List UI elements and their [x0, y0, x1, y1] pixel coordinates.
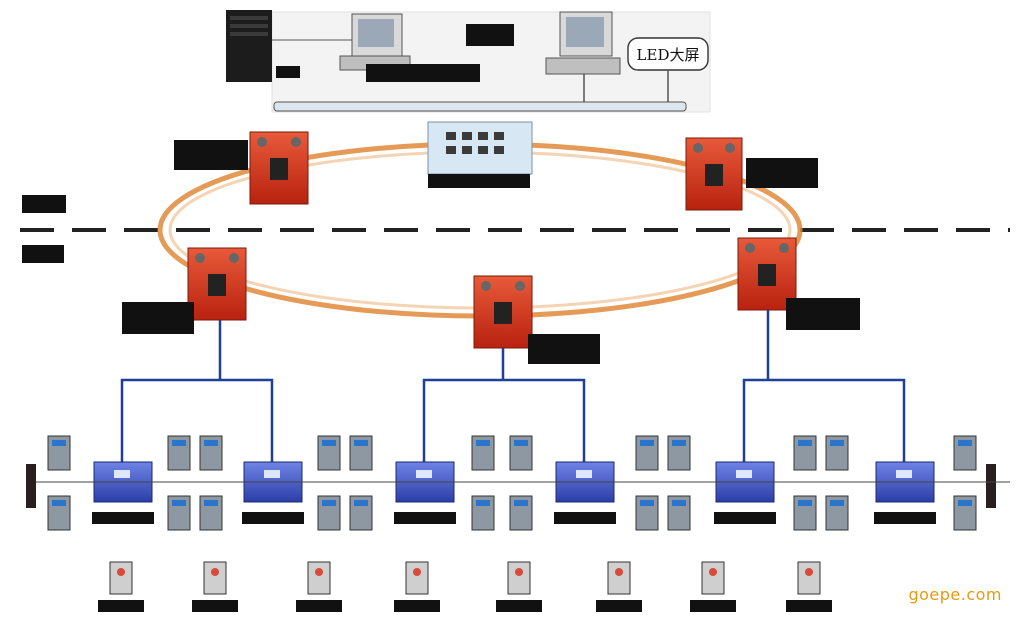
label-block	[242, 512, 304, 524]
power-indicator	[615, 568, 623, 576]
label-block	[496, 600, 542, 612]
end-cap	[986, 464, 996, 508]
led-screen-callout: LED大屏	[627, 37, 709, 71]
sensor-display	[798, 440, 812, 446]
label-block	[276, 66, 300, 78]
label-block	[192, 600, 238, 612]
label-block	[596, 600, 642, 612]
lan-bus	[273, 101, 687, 112]
led-screen-label: LED大屏	[637, 46, 700, 64]
sensor-display	[476, 500, 490, 506]
switch-icon	[427, 121, 533, 175]
power-indicator	[805, 568, 813, 576]
power-supply-icon	[203, 561, 227, 595]
sensor-display	[958, 500, 972, 506]
label-block	[92, 512, 154, 524]
box-window	[114, 470, 130, 478]
power-indicator	[315, 568, 323, 576]
label-block	[554, 512, 616, 524]
sensor-display	[798, 500, 812, 506]
label-block	[394, 600, 440, 612]
sensor-display	[204, 500, 218, 506]
label-block	[786, 298, 860, 330]
box-window	[264, 470, 280, 478]
sensor-display	[204, 440, 218, 446]
power-supply-icon	[109, 561, 133, 595]
power-supply-icon	[307, 561, 331, 595]
label-block	[466, 24, 514, 46]
label-block	[528, 334, 600, 364]
sensor-display	[672, 500, 686, 506]
sensor-display	[322, 500, 336, 506]
sensor-display	[322, 440, 336, 446]
box-window	[736, 470, 752, 478]
power-indicator	[515, 568, 523, 576]
substation-icon	[473, 275, 533, 349]
substation-icon	[737, 237, 797, 311]
label-block	[746, 158, 818, 188]
sensor-display	[640, 440, 654, 446]
sensor-display	[830, 500, 844, 506]
label-block	[174, 140, 248, 170]
power-supply-icon	[507, 561, 531, 595]
label-block	[428, 174, 530, 188]
box-window	[896, 470, 912, 478]
sensor-display	[830, 440, 844, 446]
sensor-display	[52, 500, 66, 506]
end-cap	[26, 464, 36, 508]
distribution-lines	[120, 310, 906, 462]
sensor-display	[640, 500, 654, 506]
sensor-display	[476, 440, 490, 446]
power-supply-icon	[797, 561, 821, 595]
substation-icon	[187, 247, 247, 321]
sensor-display	[354, 440, 368, 446]
label-block	[98, 600, 144, 612]
power-indicator	[709, 568, 717, 576]
box-window	[416, 470, 432, 478]
sensor-display	[52, 440, 66, 446]
box-window	[576, 470, 592, 478]
ground-line	[20, 195, 1010, 263]
power-supply-icon	[701, 561, 725, 595]
power-indicator	[413, 568, 421, 576]
label-block	[122, 302, 194, 334]
label-block	[874, 512, 936, 524]
label-block	[714, 512, 776, 524]
sensor-display	[514, 500, 528, 506]
power-indicator	[211, 568, 219, 576]
sensor-display	[958, 440, 972, 446]
surface-control-area: LED大屏	[226, 10, 711, 113]
label-block	[22, 195, 66, 213]
power-supply-icon	[607, 561, 631, 595]
label-block	[366, 64, 480, 82]
label-block	[22, 245, 64, 263]
substation-icon	[249, 131, 309, 205]
label-block	[394, 512, 456, 524]
label-block	[296, 600, 342, 612]
server-tower-icon	[226, 10, 272, 82]
sensor-display	[172, 440, 186, 446]
power-indicator	[117, 568, 125, 576]
substation-icon	[685, 137, 743, 211]
sensor-display	[672, 440, 686, 446]
sensor-display	[354, 500, 368, 506]
sensor-display	[514, 440, 528, 446]
label-block	[786, 600, 832, 612]
label-block	[690, 600, 736, 612]
power-supply-icon	[405, 561, 429, 595]
workstation-icon	[545, 11, 621, 75]
workstation-icon	[339, 13, 411, 71]
watermark: goepe.com	[908, 585, 1002, 604]
sensor-display	[172, 500, 186, 506]
